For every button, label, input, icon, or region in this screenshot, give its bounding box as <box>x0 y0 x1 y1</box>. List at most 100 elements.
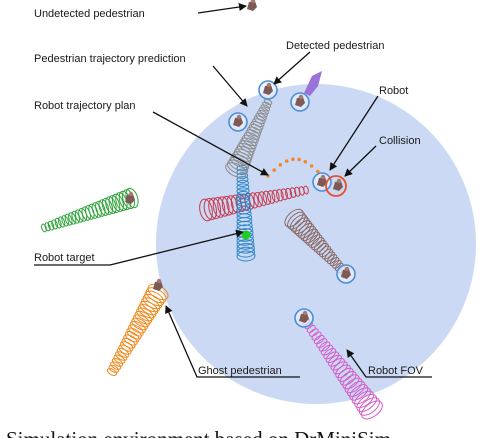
track-ring <box>339 371 357 386</box>
ghost-pedestrian-icon <box>153 278 163 291</box>
label-robot-fov: Robot FOV <box>368 365 424 377</box>
track-ring <box>271 189 280 203</box>
track-ring <box>236 220 253 231</box>
track-ring <box>199 198 213 222</box>
track-ring <box>294 186 301 197</box>
undetected-pedestrian-icon <box>247 0 257 11</box>
plan-dot <box>284 159 289 163</box>
track-ring <box>236 194 251 203</box>
plan-dot <box>297 157 301 162</box>
track-ring <box>132 314 150 328</box>
plan-dot <box>278 163 283 167</box>
track-ring <box>267 190 276 204</box>
track-ring <box>318 341 331 352</box>
track-ring <box>241 134 258 147</box>
track-ring <box>139 300 159 316</box>
track-ring <box>309 328 319 337</box>
track-ring <box>236 190 250 199</box>
leader-robot-fov <box>346 349 432 378</box>
green-pedestrian-track <box>41 187 139 233</box>
track-ring <box>208 197 222 220</box>
label-robot-trajectory-plan: Robot trajectory plan <box>34 100 136 112</box>
track-ring <box>57 216 66 228</box>
track-ring <box>225 162 247 178</box>
plan-dot <box>316 169 320 174</box>
track-ring <box>342 374 360 390</box>
label-pedestrian-trajectory-prediction: Pedestrian trajectory prediction <box>34 53 186 65</box>
track-ring <box>329 257 340 267</box>
label-ghost-pedestrian: Ghost pedestrian <box>198 365 282 377</box>
track-ring <box>111 193 124 212</box>
track-ring <box>231 151 252 166</box>
track-ring <box>250 121 264 131</box>
track-ring <box>280 188 288 201</box>
track-ring <box>344 377 363 394</box>
gray-pedestrian-track <box>225 98 273 178</box>
track-ring <box>289 214 308 232</box>
plan-dot <box>303 159 308 164</box>
track-ring <box>51 219 58 230</box>
track-ring <box>236 250 256 262</box>
track-ring <box>203 198 217 221</box>
track-ring <box>217 196 230 217</box>
track-ring <box>235 145 254 159</box>
pedestrian-icon <box>125 191 135 204</box>
leader-detected-pedestrian <box>273 51 311 85</box>
track-ring <box>47 220 55 231</box>
track-ring <box>128 324 144 337</box>
track-ring <box>113 354 126 364</box>
leader-robot-trajectory-plan <box>152 111 269 176</box>
pedestrian-icon <box>294 308 314 328</box>
label-robot: Robot <box>379 85 408 97</box>
leader-undetected-pedestrian <box>197 3 247 14</box>
track-ring <box>101 197 114 215</box>
label-collision: Collision <box>379 135 421 147</box>
track-ring <box>126 327 142 340</box>
track-ring <box>361 400 383 420</box>
track-ring <box>260 104 270 112</box>
track-ring <box>129 320 146 334</box>
track-ring <box>313 334 325 345</box>
track-ring <box>257 191 268 207</box>
track-ring <box>108 195 121 213</box>
track-ring <box>236 216 253 227</box>
pedestrian-markers <box>125 0 356 328</box>
track-ring <box>110 361 122 370</box>
track-ring <box>236 179 249 187</box>
track-ring <box>313 240 327 253</box>
track-ring <box>351 387 372 405</box>
track-ring <box>44 222 51 232</box>
pedestrian-icon <box>228 112 248 132</box>
figure-caption: Simulation environment based on DrMiniSi… <box>6 427 391 438</box>
track-ring <box>354 390 375 409</box>
track-ring <box>295 220 312 237</box>
pedestrian-icon <box>336 264 356 284</box>
track-ring <box>346 380 366 397</box>
track-ring <box>134 310 153 325</box>
plan-dot <box>291 157 295 161</box>
track-ring <box>316 338 328 349</box>
track-ring <box>306 325 316 333</box>
track-ring <box>284 208 304 228</box>
leader-robot-target <box>34 229 244 266</box>
brown-pedestrian-track <box>284 208 348 276</box>
track-ring <box>212 196 226 218</box>
pedestrian-icon <box>333 178 343 191</box>
track-ring <box>236 142 255 156</box>
track-ring <box>236 246 256 258</box>
track-ring <box>123 334 138 346</box>
track-ring <box>356 394 378 412</box>
track-ring <box>136 307 155 322</box>
label-detected-pedestrian: Detected pedestrian <box>286 40 384 52</box>
track-ring <box>335 364 351 379</box>
track-ring <box>245 129 261 140</box>
track-ring <box>108 364 120 373</box>
track-ring <box>115 351 128 361</box>
track-ring <box>236 187 250 195</box>
track-ring <box>349 384 369 401</box>
track-ring <box>248 123 263 134</box>
track-ring <box>54 217 62 229</box>
track-ring <box>228 156 250 172</box>
track-ring <box>61 215 69 227</box>
track-ring <box>71 210 80 224</box>
